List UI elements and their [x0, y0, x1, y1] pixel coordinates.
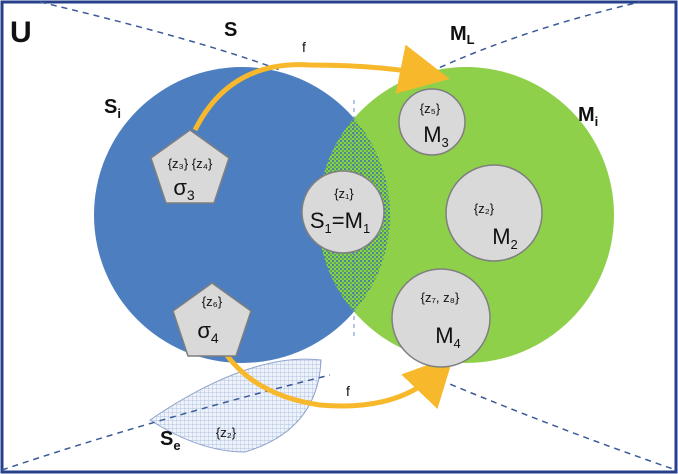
S1M1-vars: {z₁}: [334, 186, 354, 201]
set-Mi-label: Mi: [578, 104, 598, 129]
Se-vars: {z₂}: [216, 425, 237, 440]
M2-node: [445, 164, 543, 262]
set-S-boundary: [39, 1, 281, 71]
set-S-label: S: [224, 19, 237, 41]
set-ML-boundary: [429, 1, 641, 73]
universe-label: U: [10, 16, 32, 49]
sigma3-node: [150, 129, 230, 204]
M3-node: [398, 88, 466, 156]
S1M1-node: [301, 170, 385, 254]
M2-label: M2: [492, 224, 518, 252]
sigma4-label: σ4: [197, 318, 219, 346]
M3-vars: {z₅}: [420, 101, 441, 116]
sigma4-node: [172, 282, 252, 357]
arrow-f-top-label: f: [302, 39, 306, 55]
set-Se-label: Se: [160, 428, 181, 453]
M3-label: M3: [423, 122, 449, 150]
arrow-f-bottom: [217, 343, 454, 409]
arrow-f-top: [192, 44, 450, 132]
set-Si-label: Si: [104, 96, 121, 121]
set-Se-region: [149, 358, 322, 453]
set-Si-circle: [94, 67, 390, 363]
S1M1-label: S1=M1: [310, 208, 370, 236]
arrow-f-bottom-label: f: [346, 383, 350, 399]
set-ML-label: ML: [450, 23, 475, 47]
sigma3-vars: {z₃} {z₄}: [168, 156, 213, 171]
M4-vars: {z₇, z₈}: [421, 290, 460, 305]
M4-label: M4: [435, 323, 461, 351]
M4-node: [391, 268, 491, 368]
M2-vars: {z₂}: [474, 201, 495, 216]
sigma3-label: σ3: [173, 175, 195, 203]
lower-right-boundary: [439, 379, 677, 471]
sigma4-vars: {z₆}: [202, 294, 223, 309]
